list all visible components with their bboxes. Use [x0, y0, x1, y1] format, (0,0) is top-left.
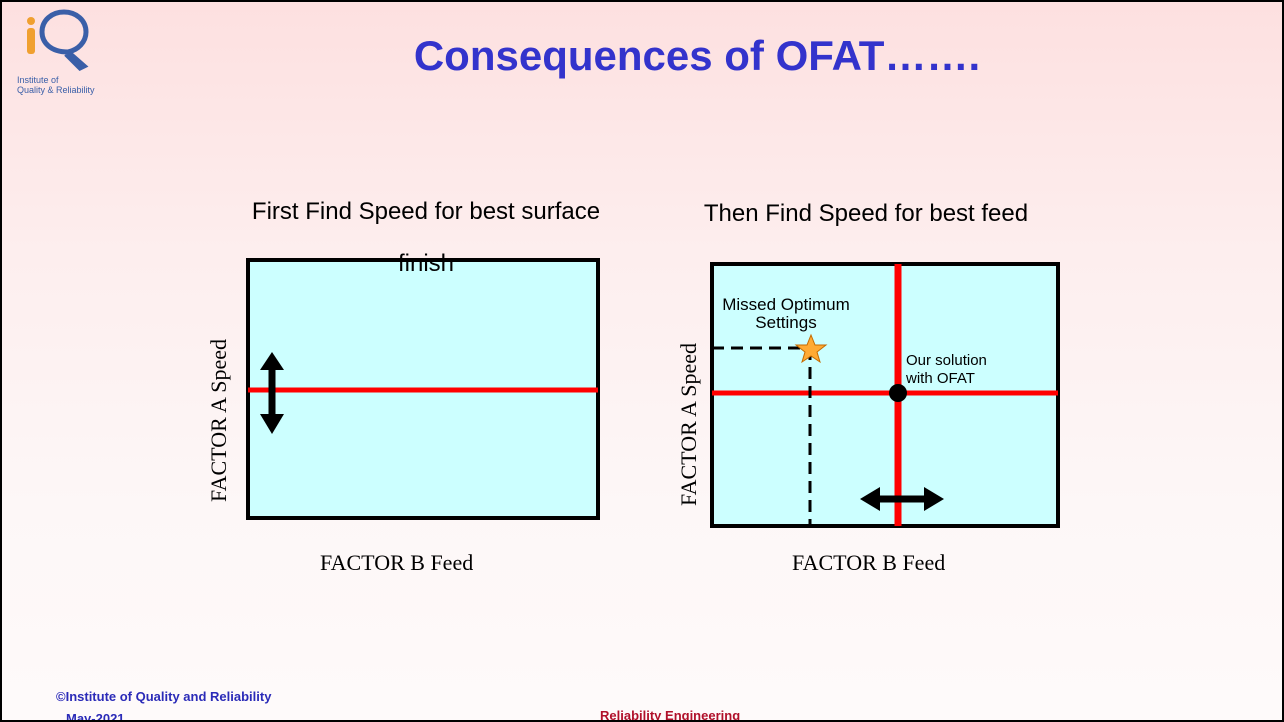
footer-copyright: ©Institute of Quality and Reliability: [56, 689, 272, 704]
missed-optimum-star-icon: [794, 333, 828, 364]
footer-subject: Reliability Engineering: [600, 708, 741, 722]
ofat-solution-dot: [889, 384, 907, 402]
footer-copyright-block: ©Institute of Quality and Reliability Ma…: [56, 686, 272, 722]
footer-date: May-2021: [66, 711, 125, 722]
logo-caption-line1: Institute of: [17, 75, 59, 85]
vertical-arrow-icon: [260, 352, 284, 434]
right-y-axis-label: FACTOR A Speed: [676, 343, 701, 506]
right-x-axis-label: FACTOR B Feed: [792, 550, 946, 575]
slide-title: Consequences of OFAT…….: [413, 32, 981, 79]
left-caption: First Find Speed for best surface finish: [251, 198, 601, 277]
iqr-logo-icon: [27, 9, 89, 72]
left-x-axis-label: FACTOR B Feed: [320, 550, 474, 575]
logo-caption-line2: Quality & Reliability: [17, 85, 95, 95]
ofat-solution-label: Our solution with OFAT: [906, 352, 987, 387]
logo-caption: Institute of Quality & Reliability: [17, 75, 95, 95]
left-y-axis-label: FACTOR A Speed: [206, 339, 231, 502]
horizontal-arrow-icon: [860, 487, 944, 511]
right-caption: Then Find Speed for best feed: [703, 200, 1029, 227]
missed-optimum-label: Missed Optimum Settings: [722, 295, 850, 332]
